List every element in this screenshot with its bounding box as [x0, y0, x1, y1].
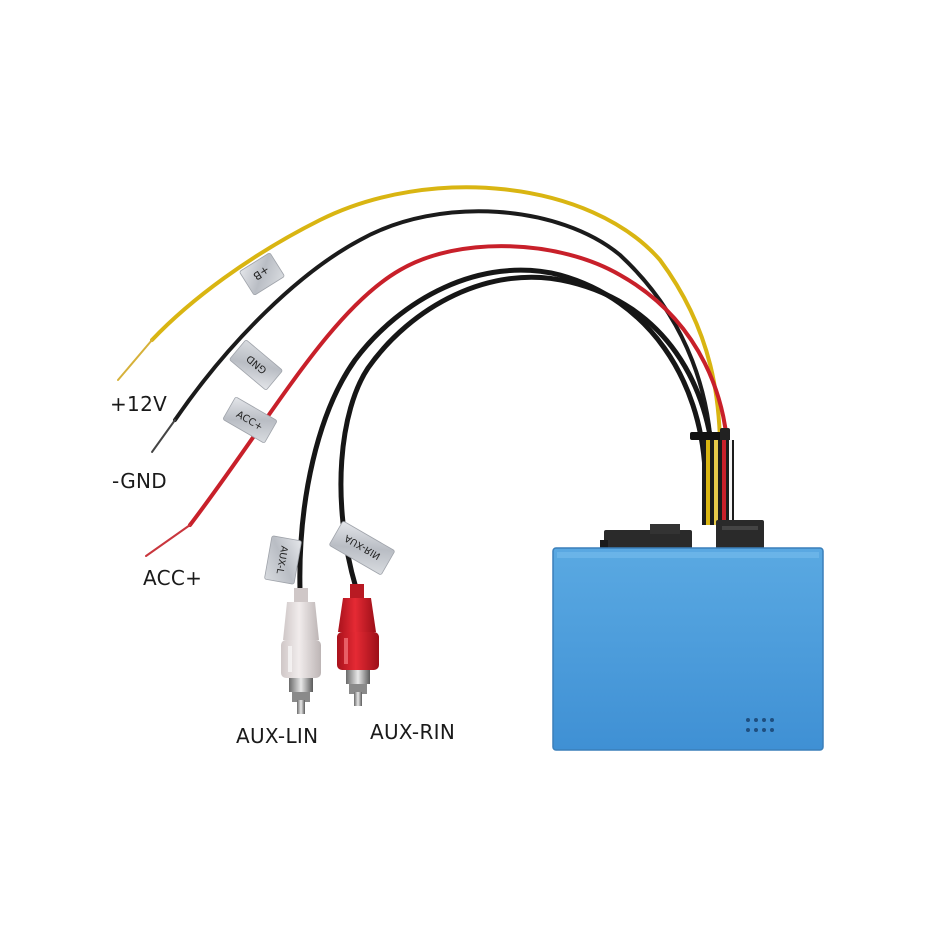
- wire-yellow: [150, 185, 723, 472]
- tag-aux-left-text: AUX-L: [274, 545, 290, 575]
- label-accessory: ACC+: [143, 566, 203, 590]
- label-aux-left: AUX-LIN: [236, 724, 319, 748]
- tag-ground: GND: [229, 340, 283, 390]
- wire-black: [173, 209, 714, 472]
- vent-holes: [746, 718, 774, 732]
- wire-black-stripped: [151, 419, 176, 453]
- tag-accessory: ACC+: [223, 397, 277, 443]
- tag-power: +B: [239, 252, 285, 296]
- wire-yellow-stripped: [117, 339, 153, 381]
- label-power: +12V: [110, 392, 168, 416]
- wire-red: [188, 244, 731, 527]
- label-ground: -GND: [112, 469, 168, 493]
- tag-aux-right: AUX-RIN: [329, 521, 395, 575]
- module-connector-right: [716, 520, 764, 552]
- rca-plug-white: [281, 588, 321, 714]
- wire-red-stripped: [145, 524, 191, 557]
- wire-aux-right: [338, 274, 717, 591]
- wire-aux-left: [297, 267, 708, 593]
- rca-plug-red: [337, 584, 379, 706]
- module-connector-left: [600, 524, 692, 552]
- tag-aux-left: AUX-L: [264, 535, 302, 585]
- module-box: [552, 547, 824, 751]
- label-aux-right: AUX-RIN: [370, 720, 456, 744]
